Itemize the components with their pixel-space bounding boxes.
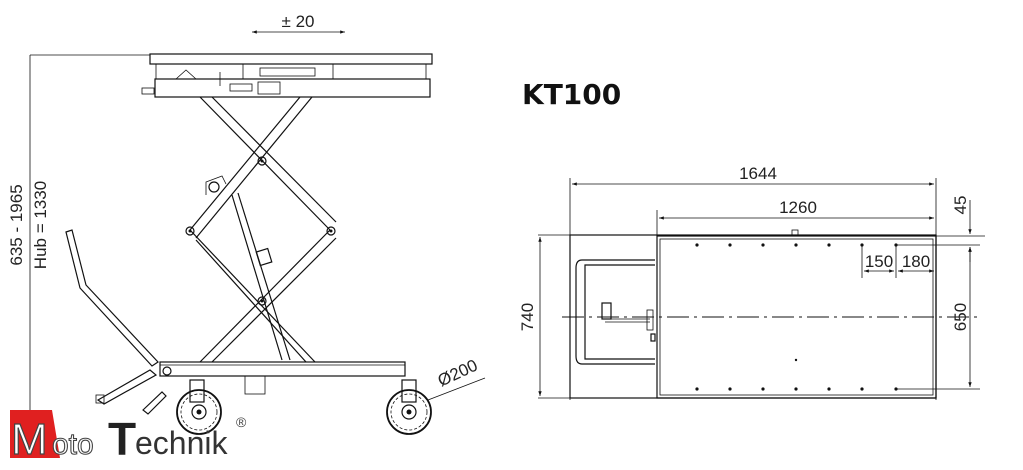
top-view — [538, 178, 985, 400]
push-handle[interactable] — [65, 229, 159, 367]
platform-length-label: 1260 — [779, 198, 817, 217]
wheel-diameter-label: Ø200 — [435, 356, 481, 391]
hole-spacing-150-label: 150 — [865, 252, 893, 271]
platform-width-label: 650 — [951, 303, 970, 331]
logo-oto: oto — [52, 428, 94, 461]
base-frame — [159, 361, 406, 395]
logo-echnik: echnik — [135, 425, 229, 461]
overall-length-label: 1644 — [739, 164, 777, 183]
wheel-diameter-leader — [427, 377, 486, 401]
logo-registered-mark: ® — [236, 414, 247, 430]
side-view — [29, 30, 486, 435]
overall-width-label: 740 — [518, 303, 537, 331]
rear-caster-wheel — [386, 377, 486, 435]
logo-t: T — [108, 413, 136, 465]
platform — [141, 53, 433, 98]
tilt-label: ± 20 — [282, 12, 315, 31]
height-range-label: 635 - 1965 — [7, 184, 26, 265]
logo-red-block — [10, 410, 60, 458]
front-caster-wheel — [176, 379, 222, 435]
edge-offset-label: 45 — [951, 196, 970, 215]
scissor-arms — [185, 96, 337, 363]
hole-spacing-180-label: 180 — [902, 252, 930, 271]
mounting-holes — [695, 243, 898, 391]
mototechnik-logo: M oto T echnik ® — [10, 410, 247, 465]
stroke-label: Hub = 1330 — [31, 181, 50, 269]
logo-m: M — [11, 415, 48, 464]
foot-pedal[interactable] — [95, 366, 172, 415]
model-title: KT100 — [522, 78, 621, 111]
